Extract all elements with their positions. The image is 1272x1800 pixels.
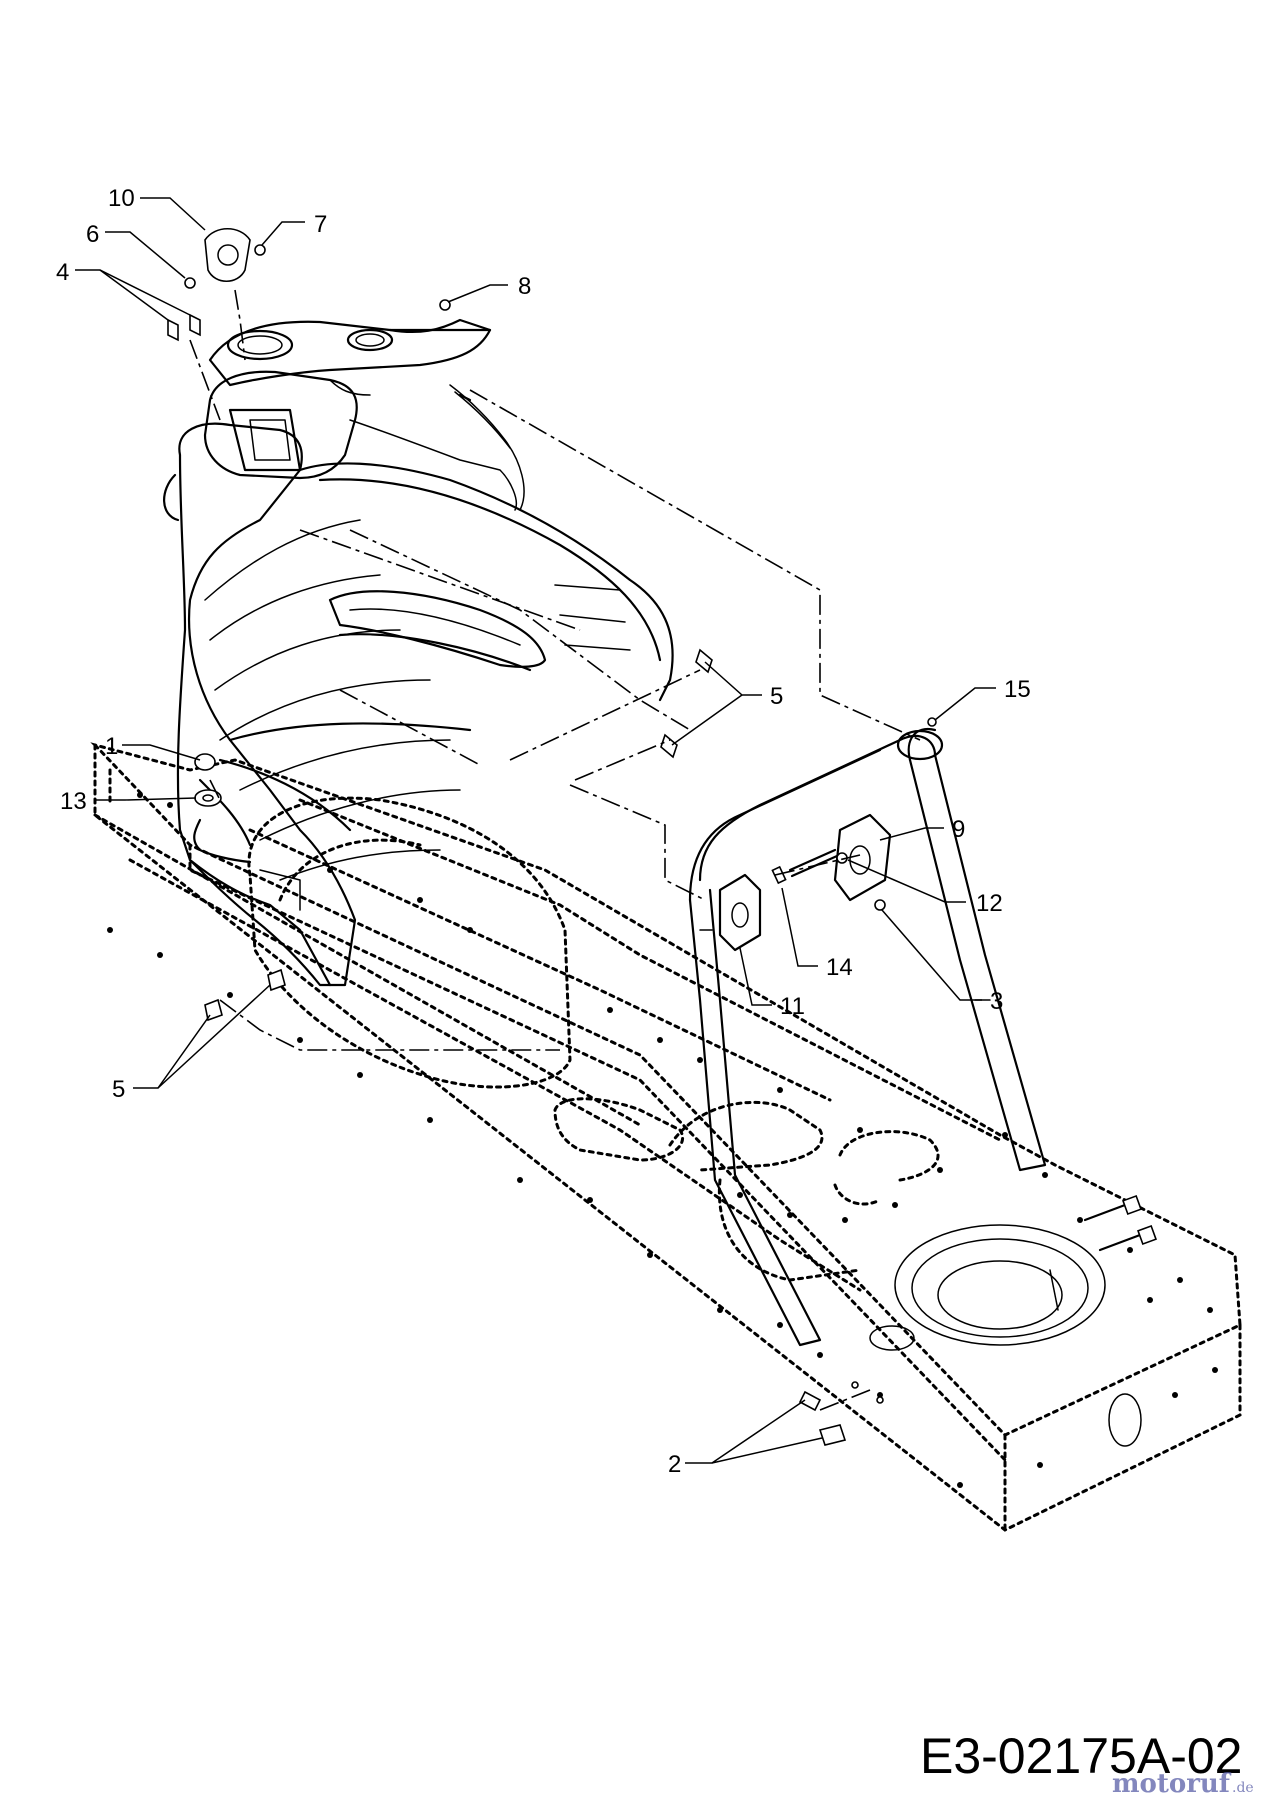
dash-housing [163,318,674,987]
callout-11: 11 [780,993,805,1020]
leader-lines [75,197,996,1464]
assembly-lines [189,289,921,1411]
steering-support-tube [688,727,1047,1347]
callout-6: 6 [86,221,99,248]
key-switch-cover [204,227,251,283]
callout-8: 8 [518,273,531,300]
watermark-text: motoruf [1112,1769,1232,1799]
callout-14: 14 [826,954,853,981]
callout-13: 13 [60,788,87,815]
part-callouts: 10 7 6 4 8 5 15 1 13 9 12 14 3 11 5 2 [56,185,1031,1478]
callout-4: 4 [56,259,69,286]
watermark-logo: motoruf .de [1112,1769,1254,1799]
callout-7: 7 [314,211,327,238]
callout-5-upper: 5 [770,683,783,710]
callout-12: 12 [976,890,1003,917]
hardware [167,227,937,1446]
callout-5-lower: 5 [112,1076,125,1103]
callout-9: 9 [952,816,965,843]
callout-2: 2 [668,1451,681,1478]
chassis-frame [90,742,1242,1532]
drawing-code: E3-02175A-02 [920,1728,1242,1784]
watermark-suffix: .de [1232,1780,1254,1796]
callout-3: 3 [990,988,1003,1015]
callout-1: 1 [105,733,118,760]
callout-15: 15 [1004,676,1031,703]
callout-10: 10 [108,185,135,212]
